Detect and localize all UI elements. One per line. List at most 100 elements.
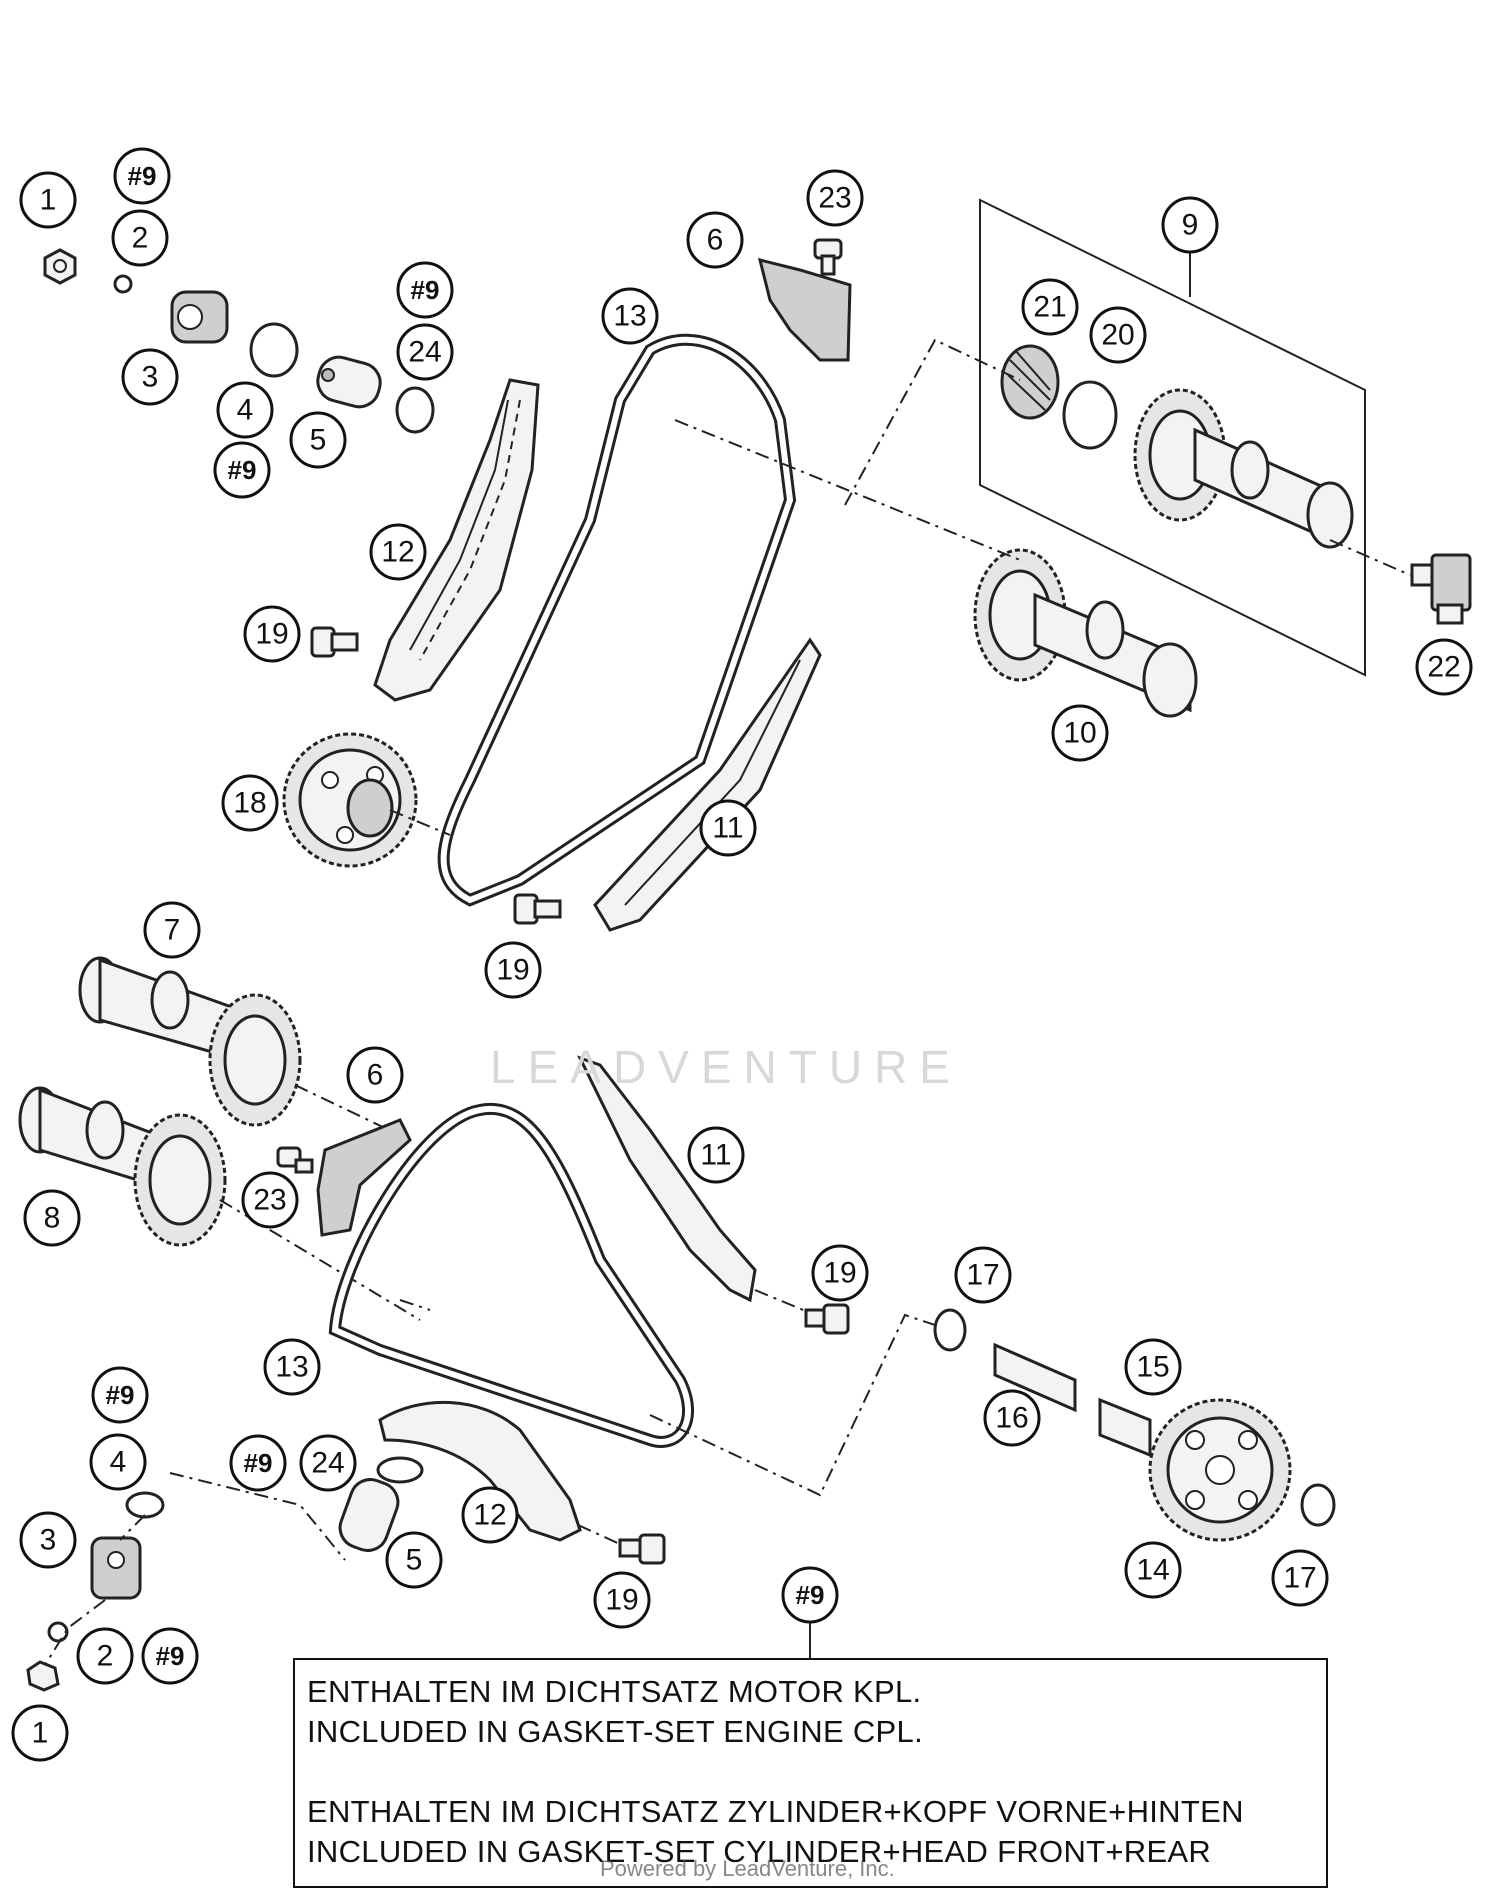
callout-label: 9 [1182, 209, 1199, 242]
part-oring-24-bottom [376, 1456, 424, 1484]
callout-23: 23 [241, 1171, 299, 1229]
note-line-4: INCLUDED IN GASKET-SET CYLINDER+HEAD FRO… [307, 1834, 1212, 1869]
callout-5: 5 [289, 411, 347, 469]
callout-label: 7 [164, 914, 181, 947]
callout-label: 19 [255, 618, 288, 651]
callout-label: 2 [132, 222, 149, 255]
callout-6: 6 [346, 1046, 404, 1104]
callout-label: 17 [1283, 1562, 1316, 1595]
part-shaft-16 [993, 1342, 1077, 1413]
callout-label: 14 [1136, 1554, 1169, 1587]
callout-label: 1 [32, 1717, 49, 1750]
part-gear-21 [1000, 344, 1060, 420]
part-oring-20 [1062, 380, 1118, 450]
part-oring-2 [113, 274, 133, 294]
callout-label: #9 [228, 455, 257, 485]
callout-hash-9: #9 [396, 261, 454, 319]
part-oring-24 [395, 386, 435, 434]
callout-16: 16 [983, 1389, 1041, 1447]
callout-label: 17 [966, 1259, 999, 1292]
part-bolt-19-c [804, 1303, 850, 1335]
part-bolt-19-b [513, 893, 562, 925]
part-guide-rail-11-top [593, 637, 822, 932]
part-washer-17-a [933, 1308, 967, 1352]
note-line-3: ENTHALTEN IM DICHTSATZ ZYLINDER+KOPF VOR… [307, 1794, 1244, 1829]
callout-label: 1 [40, 184, 57, 217]
callout-label: 6 [367, 1059, 384, 1092]
part-tensioner-plug-3 [170, 290, 229, 344]
callout-23: 23 [806, 169, 864, 227]
callout-14: 14 [1124, 1541, 1182, 1599]
callout-24: 24 [396, 323, 454, 381]
callout-label: #9 [244, 1448, 273, 1478]
part-oring-4-bottom [125, 1491, 165, 1519]
callout-hash-9: #9 [781, 1566, 839, 1624]
callout-label: 11 [700, 1139, 731, 1172]
callout-label: #9 [128, 161, 157, 191]
callout-4: 4 [216, 381, 274, 439]
callout-4: 4 [89, 1433, 147, 1491]
callout-12: 12 [369, 523, 427, 581]
callout-1: 1 [19, 171, 77, 229]
callout-1: 1 [11, 1704, 69, 1762]
callout-label: 13 [275, 1351, 308, 1384]
callout-19: 19 [593, 1571, 651, 1629]
part-chain-guide-6-top [757, 257, 852, 362]
callout-24: 24 [299, 1434, 357, 1492]
watermark: LEADVENTURE [490, 1041, 962, 1093]
part-oring-2-bottom [47, 1621, 69, 1643]
callout-label: 22 [1427, 651, 1460, 684]
callout-label: 10 [1063, 717, 1096, 750]
part-screw-23-top [813, 238, 843, 276]
part-camshaft-8 [18, 1086, 227, 1247]
callout-17: 17 [954, 1246, 1012, 1304]
callout-hash-9: #9 [113, 147, 171, 205]
callout-11: 11 [687, 1126, 745, 1184]
part-screw-23-bottom [276, 1146, 314, 1174]
callout-hash-9: #9 [91, 1366, 149, 1424]
callout-hash-9: #9 [141, 1627, 199, 1685]
part-tensioner-5 [316, 355, 382, 409]
part-tensioner-rail-12-bottom [378, 1400, 582, 1542]
callout-17: 17 [1271, 1549, 1329, 1607]
callout-label: 5 [310, 424, 327, 457]
callout-label: 21 [1033, 291, 1066, 324]
callout-label: 12 [381, 536, 414, 569]
callout-label: 13 [613, 300, 646, 333]
part-nut-1-bottom [26, 1660, 60, 1692]
callout-label: 23 [818, 182, 851, 215]
callout-3: 3 [19, 1511, 77, 1569]
part-camshaft-7 [78, 956, 302, 1127]
callout-22: 22 [1415, 638, 1473, 696]
callout-10: 10 [1051, 704, 1109, 762]
callout-6: 6 [686, 211, 744, 269]
callout-hash-9: #9 [229, 1434, 287, 1492]
callout-label: 20 [1101, 319, 1134, 352]
part-tensioner-5-bottom [338, 1478, 400, 1552]
callout-21: 21 [1021, 278, 1079, 336]
note-line-2: INCLUDED IN GASKET-SET ENGINE CPL. [307, 1714, 923, 1749]
callout-2: 2 [76, 1627, 134, 1685]
part-sensor-22 [1410, 553, 1472, 625]
callout-label: 19 [823, 1257, 856, 1290]
callout-11: 11 [699, 799, 757, 857]
part-guide-rail-11-bottom [577, 1055, 757, 1303]
callout-label: 3 [40, 1524, 57, 1557]
callout-label: 23 [253, 1184, 286, 1217]
callout-13: 13 [263, 1338, 321, 1396]
callout-19: 19 [484, 941, 542, 999]
axis-top-cam-lines [674, 419, 1021, 561]
callout-label: 3 [142, 361, 159, 394]
part-nut-1 [43, 248, 77, 285]
callout-19: 19 [243, 605, 301, 663]
callout-label: 16 [995, 1402, 1028, 1435]
part-camshaft-9 [1133, 388, 1354, 549]
callout-hash-9: #9 [213, 441, 271, 499]
part-gear-14 [1148, 1398, 1292, 1542]
part-chain-guide-6-bottom [316, 1118, 412, 1237]
callout-5: 5 [385, 1531, 443, 1589]
group-9-bracket [979, 198, 1366, 677]
callout-19: 19 [811, 1244, 869, 1302]
note-line-1: ENTHALTEN IM DICHTSATZ MOTOR KPL. [307, 1674, 922, 1709]
